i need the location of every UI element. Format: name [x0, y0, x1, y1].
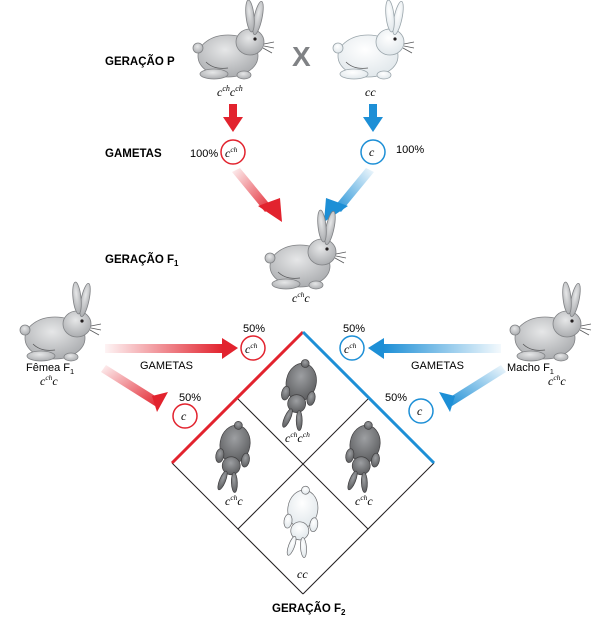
- male-f1-label: Macho F1: [507, 362, 554, 376]
- male-f1-rabbit: [509, 281, 592, 362]
- female-f1-label: Fêmea F1: [26, 362, 74, 376]
- p-left-gamete-circle: [220, 139, 246, 165]
- female-top-gamete-circle: [240, 335, 266, 361]
- punnett-blue-edge: [301, 330, 436, 465]
- f2-top-genotype: cchcch: [285, 430, 310, 445]
- f2-right-genotype: cchc: [355, 493, 373, 508]
- female-top-gamete-percent: 50%: [243, 323, 265, 335]
- female-f1-genotype: cchc: [40, 373, 58, 388]
- punnett-lower-right-edge: [302, 462, 435, 595]
- female-gametes-label: GAMETAS: [140, 360, 193, 372]
- male-arrow-diagonal: [439, 365, 506, 412]
- male-f1-genotype: cchc: [548, 373, 566, 388]
- p-left-gamete-percent: 100%: [190, 148, 218, 160]
- f2-left-genotype: cchc: [225, 493, 243, 508]
- f1-genotype: cchc: [292, 290, 310, 305]
- male-bottom-gamete-allele: c: [417, 404, 423, 418]
- male-bottom-gamete-circle: [408, 398, 434, 424]
- f2-rabbit-right: [339, 417, 387, 496]
- f1-generation-label: GERAÇÃO F1: [105, 253, 179, 268]
- female-bottom-gamete-percent: 50%: [179, 392, 201, 404]
- male-gametes-label: GAMETAS: [411, 360, 464, 372]
- p-right-gamete-allele: c: [369, 145, 375, 159]
- punnett-inner-divider-2: [237, 397, 370, 530]
- blue-arrow-down: [363, 104, 383, 132]
- punnett-red-edge: [170, 330, 305, 465]
- cross-symbol: X: [292, 41, 311, 72]
- f2-bottom-genotype: cc: [297, 567, 308, 581]
- female-arrow-diagonal: [101, 365, 168, 412]
- p-generation-label: GERAÇÃO P: [105, 55, 175, 68]
- red-arrow-down: [223, 104, 243, 132]
- p-right-gamete-percent: 100%: [396, 144, 424, 156]
- punnett-lower-left-edge: [171, 462, 304, 595]
- f1-hybrid-rabbit: [264, 209, 347, 290]
- female-top-gamete-allele: cch: [245, 341, 258, 356]
- f2-rabbit-left: [209, 417, 257, 496]
- f2-generation-label: GERAÇÃO F2: [272, 602, 346, 617]
- chinchilla-rabbit-parent: [192, 0, 275, 80]
- male-top-gamete-circle: [339, 335, 365, 361]
- f2-rabbit-top: [274, 355, 324, 434]
- male-arrow-horizontal: [368, 338, 501, 359]
- female-arrow-horizontal: [105, 338, 238, 359]
- female-bottom-gamete-allele: c: [181, 409, 187, 423]
- p-left-genotype: cchcch: [217, 84, 243, 99]
- albino-rabbit-parent: [332, 0, 415, 80]
- male-top-gamete-percent: 50%: [343, 323, 365, 335]
- f2-rabbit-bottom-albino: [278, 483, 324, 560]
- red-arrow-to-f1: [232, 168, 282, 222]
- p-right-gamete-circle: [360, 139, 386, 165]
- p-left-gamete-allele: cch: [225, 145, 238, 160]
- punnett-inner-divider-1: [236, 397, 369, 530]
- female-bottom-gamete-circle: [172, 403, 198, 429]
- p-right-genotype: cc: [365, 85, 376, 99]
- punnett-square: [170, 330, 436, 595]
- female-f1-rabbit: [19, 281, 102, 362]
- male-top-gamete-allele: cch: [344, 341, 357, 356]
- male-bottom-gamete-percent: 50%: [385, 392, 407, 404]
- gametes-label: GAMETAS: [105, 148, 162, 160]
